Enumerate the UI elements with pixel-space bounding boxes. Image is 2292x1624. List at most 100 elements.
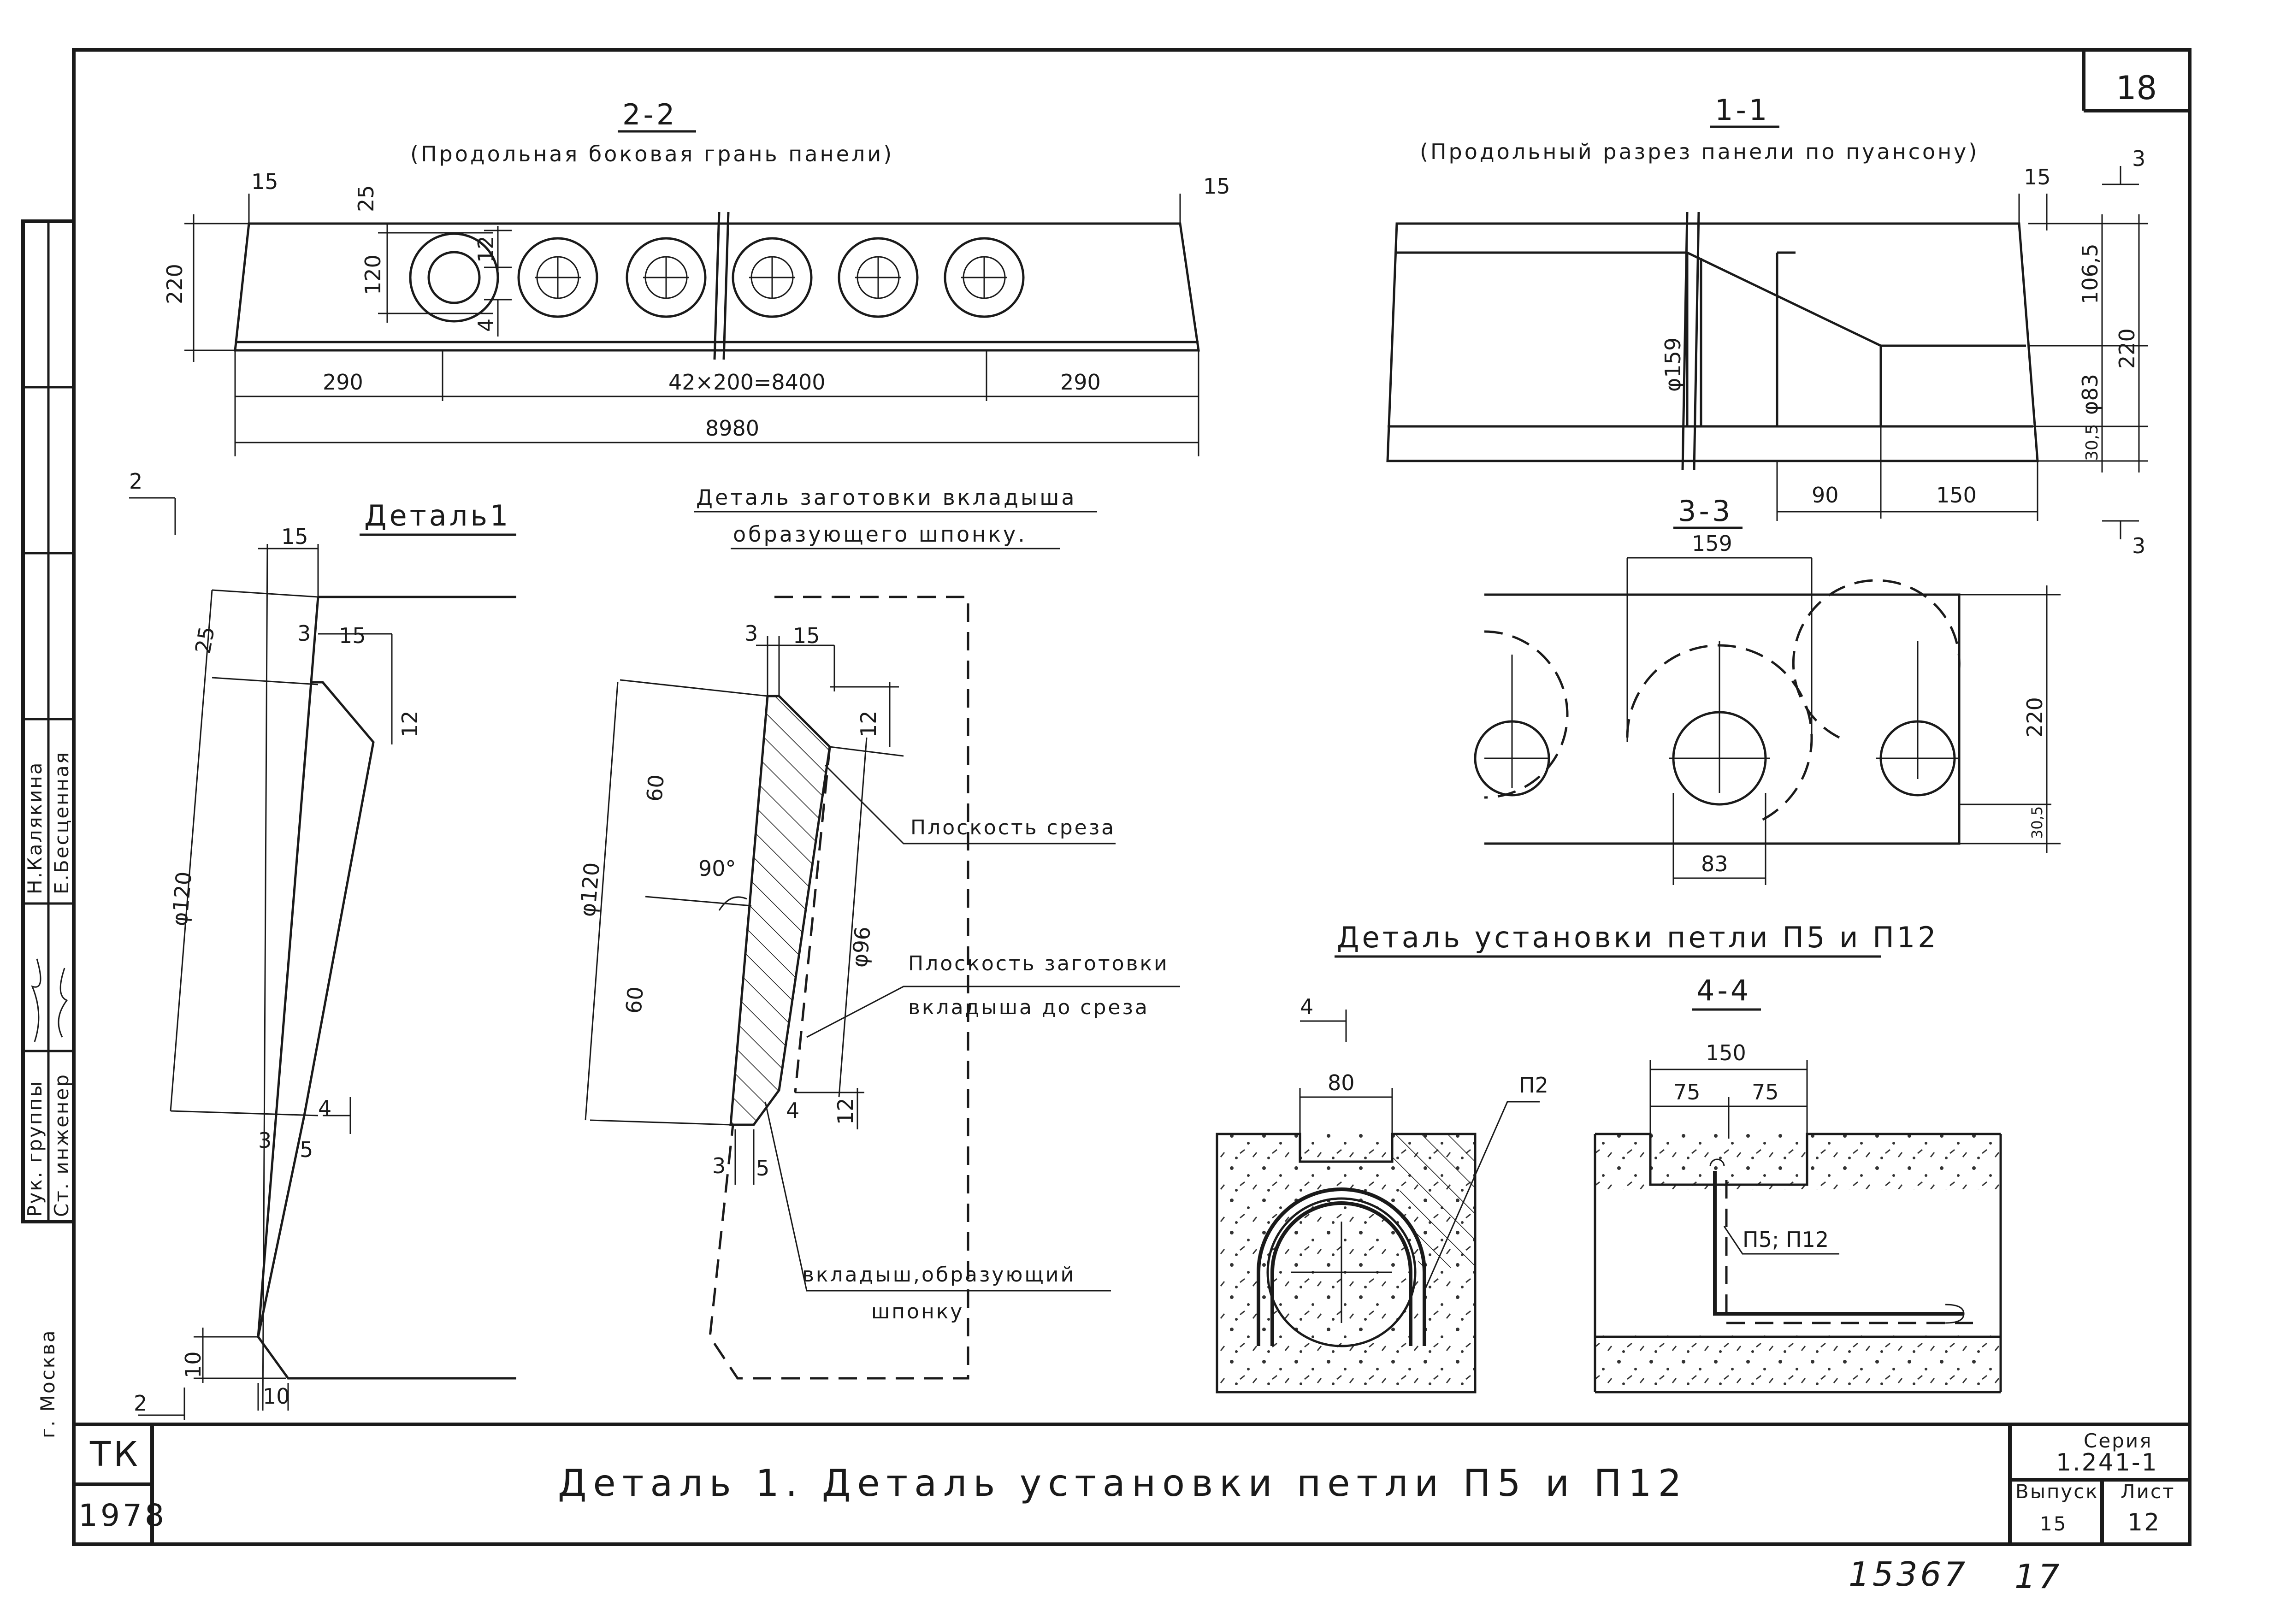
detail-1: Деталь1 2 15 25 3 15 12 φ120 4 3 5 10 10…	[129, 469, 516, 1420]
dim-3-3-83: 83	[1701, 851, 1728, 876]
dim-d1-4: 4	[318, 1096, 331, 1121]
section-1-1-title: 1-1	[1715, 93, 1770, 127]
note-insert-2: шпонку	[871, 1300, 964, 1323]
detail-1-section-mark: 2	[129, 469, 142, 494]
dim-d1-10h: 10	[263, 1384, 290, 1409]
dim-d1-10v: 10	[181, 1351, 206, 1378]
dim-2-2-220: 220	[162, 264, 187, 304]
dim-2-2-pitch: 42×200=8400	[668, 370, 826, 395]
dim-2-2-12: 12	[473, 236, 498, 263]
side-stamp: Рук. группы Ст. инженер Н.Калякина Е.Бес…	[21, 219, 76, 1438]
section-2-2-subtitle: (Продольная боковая грань панели)	[410, 142, 894, 166]
dim-3-3-305: 30,5	[2028, 806, 2046, 839]
issue-number: 15	[2040, 1512, 2067, 1535]
dim-b-4: 4	[786, 1098, 799, 1123]
blank-title-1: Деталь заготовки вкладыша	[696, 485, 1077, 510]
dim-2-2-290b: 290	[1060, 370, 1101, 395]
dim-loop-75b: 75	[1752, 1080, 1779, 1104]
dim-1-1-90: 90	[1812, 483, 1839, 508]
dim-b-15: 15	[793, 623, 820, 648]
sheet-number: 12	[2127, 1509, 2161, 1536]
dim-2-2-290a: 290	[323, 370, 363, 395]
dim-loop-75a: 75	[1673, 1080, 1701, 1104]
dim-1-1-150: 150	[1936, 483, 1977, 508]
dim-d1-5: 5	[300, 1137, 313, 1162]
section-3-3-title: 3-3	[1678, 494, 1733, 528]
stamp-role-2: Ст. инженер	[50, 1073, 73, 1217]
note-insert-1: вкладыш,образующий	[802, 1263, 1075, 1287]
dim-d1-phi120: φ120	[167, 871, 196, 927]
loop-section: 4-4	[1696, 974, 1751, 1007]
dim-d1-15top: 15	[281, 524, 308, 549]
dim-2-2-total: 8980	[705, 416, 759, 441]
series-code: 1.241-1	[2056, 1449, 2158, 1476]
dim-1-1-106: 106,5	[2078, 243, 2103, 304]
dim-3-3-159: 159	[1692, 531, 1732, 556]
dim-2-2-120: 120	[360, 254, 385, 295]
stamp-name-1: Н.Калякина	[24, 762, 46, 894]
loop-title: Деталь установки петли П5 и П12	[1337, 921, 1939, 954]
series-label: Серия	[2084, 1429, 2152, 1452]
note-blank-plane-1: Плоскость заготовки	[908, 952, 1169, 975]
label-p2: П2	[1519, 1073, 1548, 1098]
section-3-3: 3-3 159 220 30,5 83	[1474, 494, 2061, 885]
dim-loop-150: 150	[1706, 1040, 1746, 1065]
dim-b-12: 12	[856, 710, 881, 738]
detail-1-mark-bottom: 2	[134, 1391, 147, 1416]
title-block: ТК 1978 Деталь 1. Деталь установки петли…	[74, 1423, 2190, 1544]
cut-mark-1-1-top: 3	[2132, 146, 2145, 171]
dim-2-2-4: 4	[473, 319, 498, 332]
blank-detail: Деталь заготовки вкладыша образующего шп…	[575, 485, 1180, 1380]
dim-b-60b: 60	[621, 986, 648, 1015]
section-2-2-title: 2-2	[622, 98, 677, 131]
stamp-name-2: Е.Бесценная	[50, 751, 73, 894]
stamp-signature	[31, 958, 68, 1042]
section-2-2: 2-2 (Продольная боковая грань панели) 15…	[162, 98, 1230, 456]
dim-2-2-15b: 15	[1203, 174, 1230, 199]
dim-2-2-15a: 15	[251, 169, 278, 194]
loop-section-mark: 4	[1300, 994, 1313, 1019]
dim-b-3: 3	[744, 621, 758, 646]
dim-b-phi120: φ120	[575, 862, 604, 918]
dim-d1-15: 15	[339, 623, 366, 648]
dim-1-1-phi83: φ83	[2078, 374, 2103, 415]
inventory-number: 15367	[1849, 1555, 1968, 1594]
dim-2-2-25: 25	[354, 185, 378, 212]
sheet-label: Лист	[2121, 1480, 2175, 1503]
year: 1978	[78, 1498, 167, 1533]
dim-b-60a: 60	[642, 774, 669, 803]
note-cut-plane: Плоскость среза	[910, 816, 1116, 839]
dim-b-angle: 90°	[698, 856, 736, 881]
dim-3-3-220: 220	[2022, 697, 2047, 738]
sheet-title: Деталь 1. Деталь установки петли П5 и П1…	[558, 1462, 1688, 1505]
dim-1-1-220: 220	[2115, 328, 2139, 369]
dim-b-3b: 3	[712, 1153, 726, 1178]
blank-title-2: образующего шпонку.	[733, 522, 1027, 547]
dim-1-1-305: 30,5	[2083, 424, 2102, 461]
org-mark: ТК	[89, 1435, 141, 1474]
dim-1-1-15: 15	[2024, 165, 2051, 189]
sheet-corner-mark: 18	[2116, 69, 2157, 107]
dim-d1-25: 25	[190, 625, 219, 656]
dim-b-phi96: φ96	[847, 926, 875, 968]
stamp-role-1: Рук. группы	[24, 1080, 46, 1217]
page-number: 17	[2014, 1557, 2062, 1596]
section-1-1: 1-1 (Продольный разрез панели по пуансон…	[1386, 93, 2148, 558]
detail-1-title: Деталь1	[364, 499, 511, 532]
dim-b-5: 5	[756, 1156, 769, 1181]
loop-detail: Деталь установки петли П5 и П12 4-4 4 80…	[1216, 921, 2002, 1394]
cut-mark-1-1-bottom: 3	[2132, 533, 2145, 558]
dim-d1-3b: 3	[258, 1128, 272, 1153]
note-blank-plane-2: вкладыша до среза	[908, 996, 1149, 1019]
label-p5-p12: П5; П12	[1743, 1227, 1829, 1252]
dim-d1-12: 12	[397, 710, 422, 738]
dim-b-12b: 12	[833, 1098, 858, 1125]
stamp-city: г. Москва	[36, 1329, 59, 1438]
dim-loop-80: 80	[1328, 1070, 1355, 1095]
section-1-1-subtitle: (Продольный разрез панели по пуансону)	[1420, 139, 1979, 164]
dim-1-1-phi159: φ159	[1660, 337, 1685, 392]
issue-label: Выпуск	[2015, 1480, 2099, 1503]
dim-d1-3: 3	[297, 621, 311, 646]
void-circles	[409, 232, 1025, 323]
